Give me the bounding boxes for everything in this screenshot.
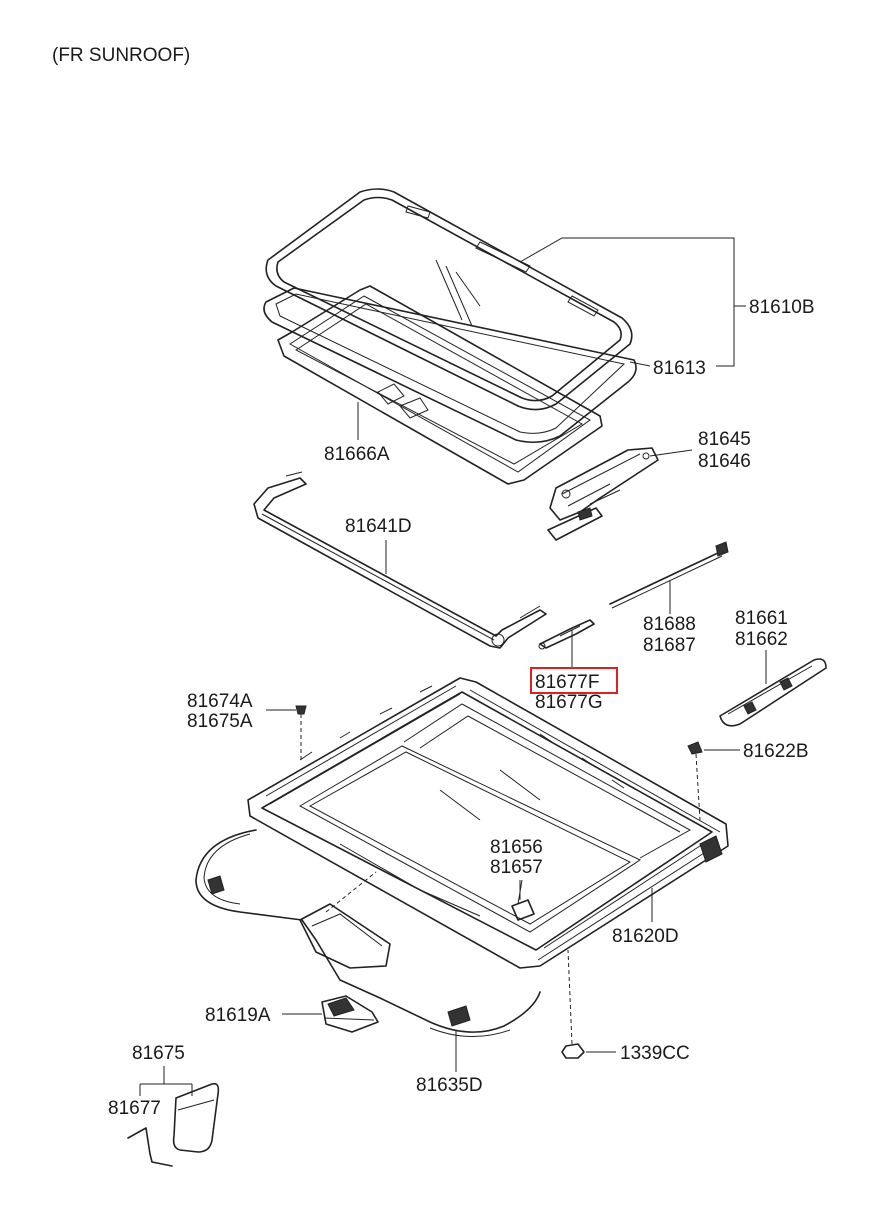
label-81661: 81661	[735, 608, 788, 629]
label-81657: 81657	[490, 857, 543, 878]
label-81622B: 81622B	[743, 741, 809, 762]
label-81677F: 81677F	[535, 672, 599, 693]
sunroof-main-frame[interactable]	[247, 677, 729, 969]
label-81677: 81677	[108, 1098, 161, 1119]
sunshade-stopper[interactable]	[511, 879, 535, 921]
drain-screw[interactable]	[687, 741, 703, 821]
label-81641D: 81641D	[345, 516, 412, 537]
label-81610B: 81610B	[749, 297, 815, 318]
sunroof-link[interactable]	[538, 619, 595, 650]
label-81675: 81675	[132, 1043, 185, 1064]
label-81645: 81645	[698, 429, 751, 450]
glass-frame[interactable]	[277, 285, 603, 485]
drain-hose[interactable]	[195, 829, 541, 1037]
mounting-screw[interactable]	[295, 705, 307, 760]
label-1339CC: 1339CC	[620, 1043, 690, 1064]
label-81677G: 81677G	[535, 692, 603, 713]
label-81688: 81688	[643, 614, 696, 635]
label-81675A: 81675A	[187, 711, 253, 732]
hex-nut[interactable]	[561, 949, 585, 1059]
label-81613: 81613	[653, 358, 706, 379]
label-81619A: 81619A	[205, 1005, 271, 1026]
label-81674A: 81674A	[187, 691, 253, 712]
label-81662: 81662	[735, 629, 788, 650]
label-81620D: 81620D	[612, 926, 679, 947]
sunshade-trim[interactable]	[719, 658, 827, 727]
leader-lines	[139, 237, 767, 1096]
label-81646: 81646	[698, 451, 751, 472]
wiring-clip[interactable]	[127, 1082, 220, 1167]
label-81656: 81656	[490, 837, 543, 858]
drive-cable[interactable]	[609, 541, 729, 609]
label-81687: 81687	[643, 635, 696, 656]
sunroof-motor[interactable]	[321, 995, 379, 1033]
sunroof-guide-bracket[interactable]	[547, 447, 659, 541]
sunroof-glass[interactable]	[265, 188, 633, 411]
label-81635D: 81635D	[416, 1075, 483, 1096]
label-81666A: 81666A	[324, 444, 390, 465]
glass-weatherstrip[interactable]	[263, 287, 637, 444]
motor-bracket[interactable]	[299, 871, 391, 969]
diagram-title: (FR SUNROOF)	[52, 45, 190, 66]
wind-deflector[interactable]	[253, 471, 547, 649]
highlight-box	[530, 667, 618, 694]
